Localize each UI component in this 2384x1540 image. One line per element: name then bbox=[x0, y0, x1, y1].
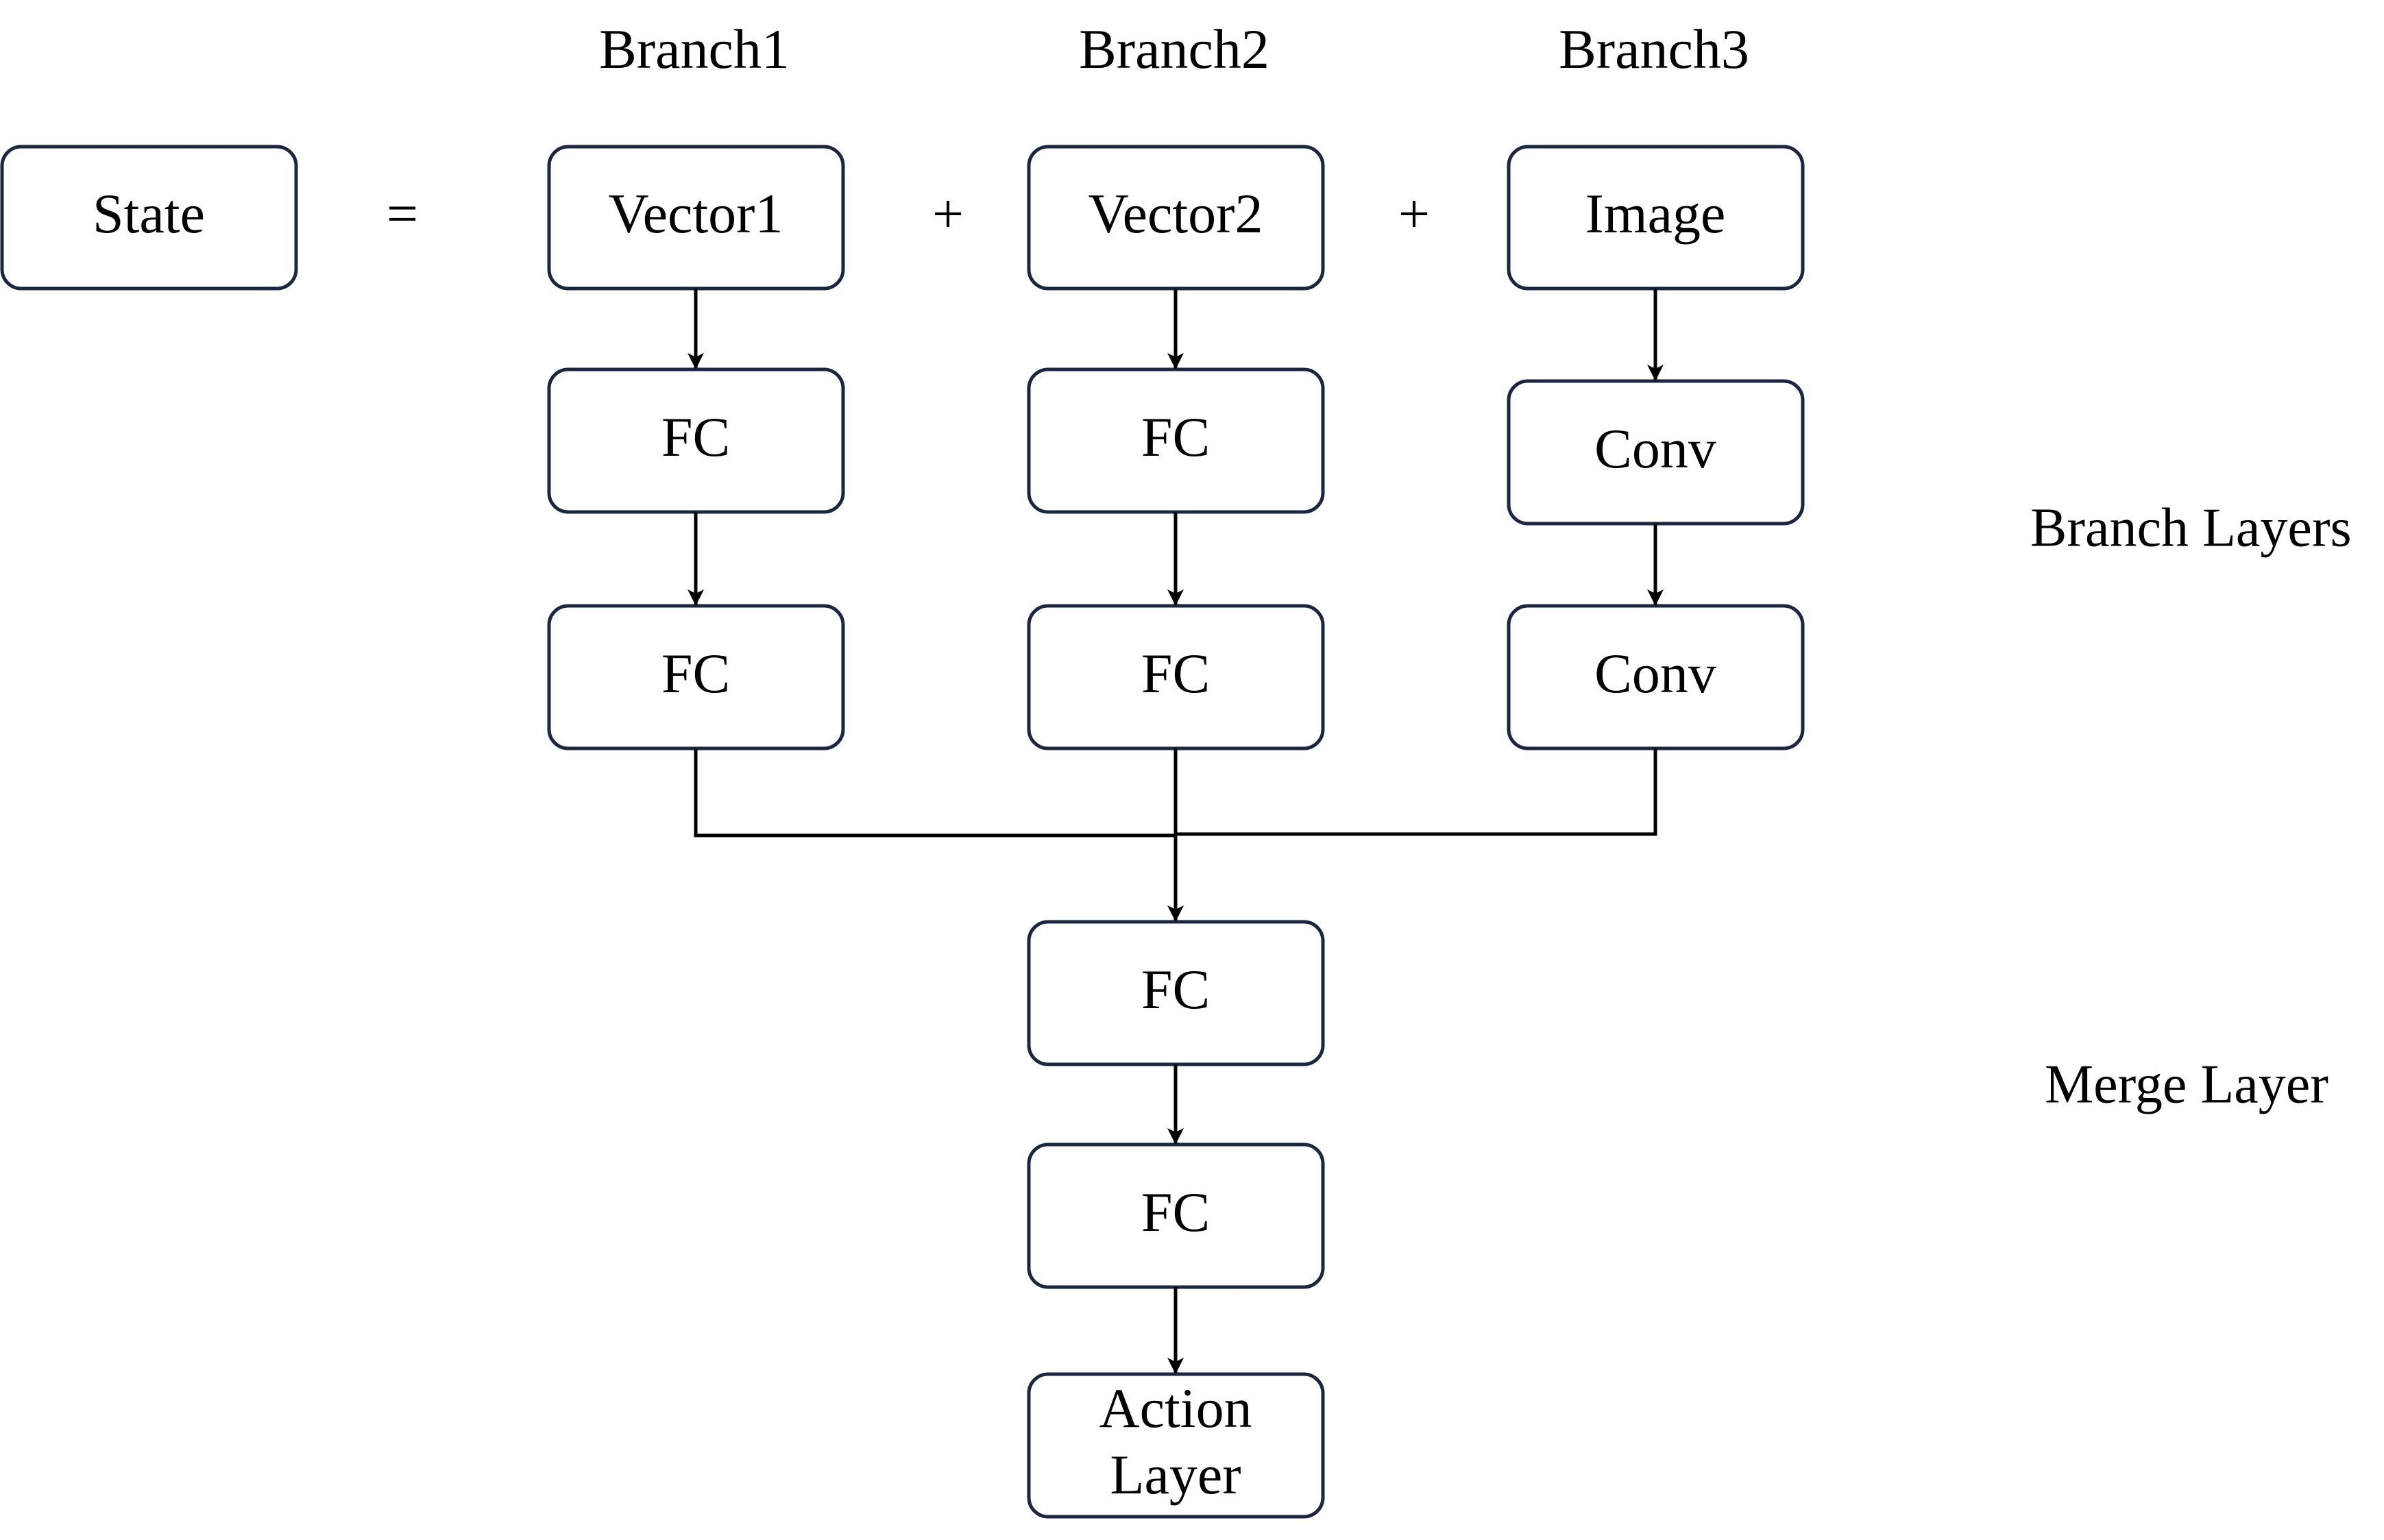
image-node: Image bbox=[1507, 145, 1805, 291]
merge-fc1-node: FC bbox=[1027, 920, 1325, 1066]
branch3-conv1-label: Conv bbox=[1594, 417, 1716, 480]
connector-branch3-to-merge bbox=[1176, 748, 1657, 836]
action-layer-label-line1: Action bbox=[1099, 1377, 1252, 1439]
connector-branch1-to-merge bbox=[694, 748, 1176, 838]
branch2-fc2-label: FC bbox=[1141, 642, 1210, 705]
branch1-header: Branch1 bbox=[599, 18, 790, 80]
merge-layer-label: Merge Layer bbox=[2045, 1054, 2328, 1114]
branch3-conv2-node: Conv bbox=[1507, 604, 1805, 750]
vector2-label: Vector2 bbox=[1088, 182, 1263, 245]
branch1-fc1-node: FC bbox=[547, 367, 845, 514]
equals-operator: = bbox=[387, 182, 418, 245]
state-node: State bbox=[0, 145, 298, 291]
branch3-header: Branch3 bbox=[1559, 18, 1749, 80]
merge-fc2-label: FC bbox=[1141, 1181, 1210, 1243]
plus-operator-1: + bbox=[932, 182, 964, 245]
branch1-fc2-label: FC bbox=[661, 642, 730, 705]
image-label: Image bbox=[1585, 182, 1726, 245]
branch3-conv2-label: Conv bbox=[1594, 642, 1716, 705]
branch3-conv1-node: Conv bbox=[1507, 379, 1805, 526]
vector2-node: Vector2 bbox=[1027, 145, 1325, 291]
branch-layers-label: Branch Layers bbox=[2030, 498, 2352, 558]
branch1-fc1-label: FC bbox=[661, 406, 730, 468]
branch2-header: Branch2 bbox=[1079, 18, 1269, 80]
vector1-node: Vector1 bbox=[547, 145, 845, 291]
branch2-fc1-node: FC bbox=[1027, 367, 1325, 514]
action-layer-node: Action Layer bbox=[1027, 1372, 1325, 1519]
state-label: State bbox=[93, 182, 205, 245]
branch2-fc1-label: FC bbox=[1141, 406, 1210, 468]
vector1-label: Vector1 bbox=[608, 182, 783, 245]
plus-operator-2: + bbox=[1398, 182, 1430, 245]
branch2-fc2-node: FC bbox=[1027, 604, 1325, 750]
action-layer-label-line2: Layer bbox=[1110, 1443, 1241, 1506]
merge-fc1-label: FC bbox=[1141, 958, 1210, 1020]
branch1-fc2-node: FC bbox=[547, 604, 845, 750]
merge-fc2-node: FC bbox=[1027, 1142, 1325, 1289]
